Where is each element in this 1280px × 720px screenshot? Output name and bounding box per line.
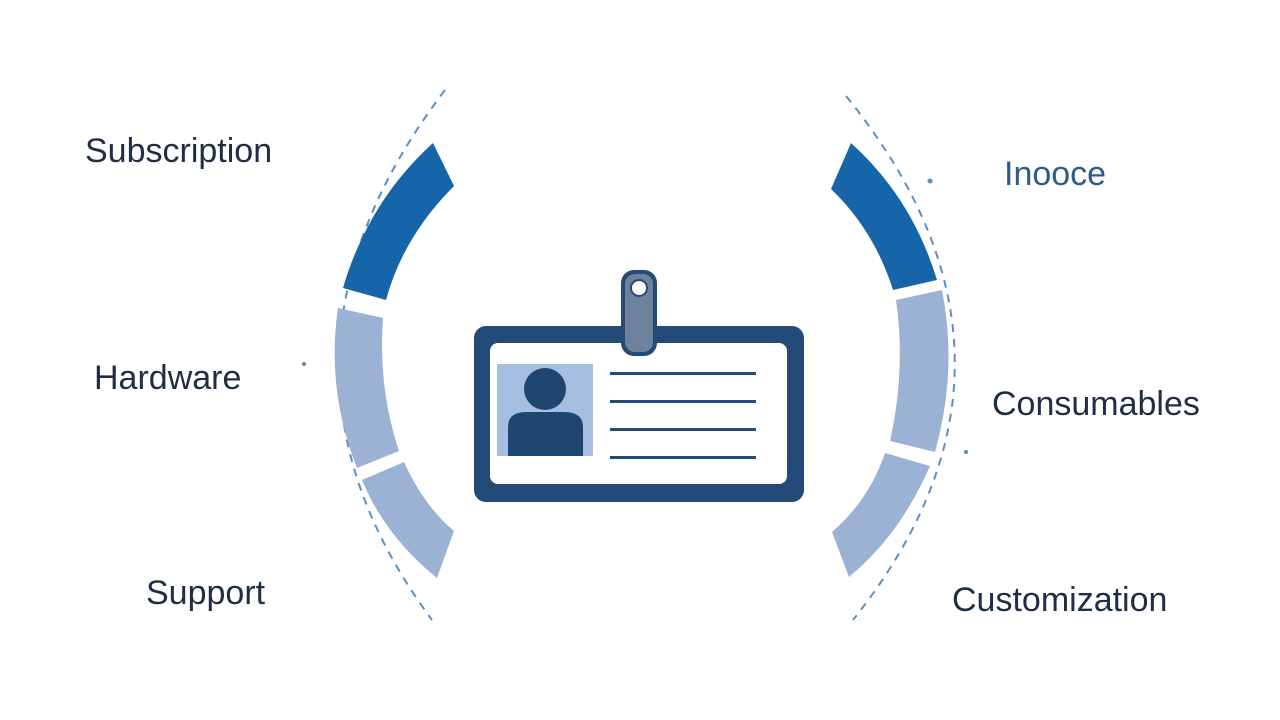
segment-consumables	[890, 290, 949, 452]
label-subscription: Subscription	[85, 132, 273, 170]
label-support: Support	[146, 574, 266, 612]
label-consumables: Consumables	[992, 385, 1200, 423]
segment-customization	[832, 453, 930, 577]
segment-subscription	[343, 143, 454, 300]
label-hardware: Hardware	[94, 359, 242, 397]
label-top-right: Inooce	[1004, 155, 1107, 193]
guide-dot	[964, 450, 968, 454]
label-customization: Customization	[952, 581, 1168, 619]
id-badge-icon	[474, 270, 804, 502]
guide-dot	[927, 178, 933, 184]
segment-support	[362, 462, 454, 578]
segment-hardware	[334, 308, 399, 468]
right-dashed-guide	[845, 95, 956, 621]
segment-top-right	[831, 143, 937, 290]
guide-dot	[302, 362, 306, 366]
